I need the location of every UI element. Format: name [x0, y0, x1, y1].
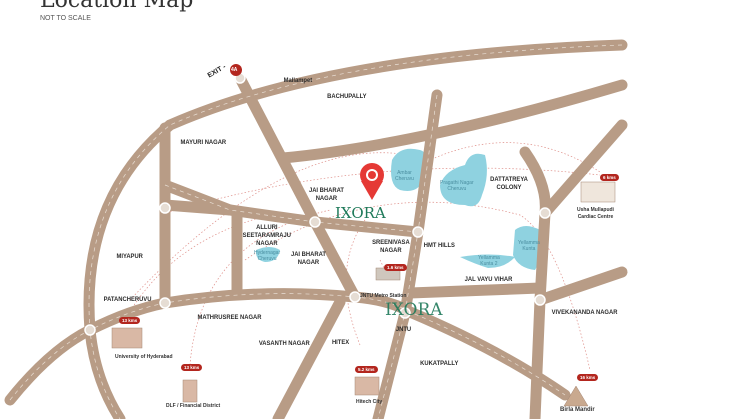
area-mathrusree-nagar: MATHRUSREE NAGAR [197, 314, 262, 321]
landmark-university-of-hyderabad: University of Hyderabad [115, 354, 173, 360]
distance-badge-jntu-metro: 1.6 kms [384, 264, 407, 271]
lake-yellamma-kunta: Yellamma Kunta [518, 240, 540, 252]
distance-badge-hitech-city: 5.2 kms [355, 366, 378, 373]
location-pin-icon [360, 163, 384, 200]
landmark-jntu-metro-station: JNTU Metro Station [360, 293, 407, 299]
lake-yellamma-kunta-2: Yellamma Kunta 2 [478, 255, 500, 267]
area-kukatpally: KUKATPALLY [420, 360, 459, 367]
area-vasanth-nagar: VASANTH NAGAR [258, 340, 310, 347]
exit-number: 4A [231, 67, 238, 73]
area-bachupally: BACHUPALLY [327, 93, 367, 100]
page-title: Location Map [40, 0, 194, 13]
area-mallampet: Mallampet [283, 77, 313, 84]
lake-pragathi-nagar-cheruvu: Pragathi Nagar Cheruvu [440, 180, 474, 192]
lake-hydernagar-cheruvu: Hydernagar Cheruvu [254, 250, 281, 262]
area-hmt-hills: HMT HILLS [423, 242, 455, 249]
landmark-dlf-financial-district: DLF / Financial District [166, 403, 221, 409]
area-jntu: JNTU [395, 326, 412, 333]
distance-badge-cardiac-centre: 6 kms [600, 174, 619, 181]
area-mayuri-nagar: MAYURI NAGAR [180, 139, 227, 146]
landmark-birla-mandir: Birla Mandir [560, 407, 595, 413]
area-jal-vayu-vihar: JAL VAYU VIHAR [464, 276, 513, 283]
landmark-usha-mullapudi-cardiac-centre: Usha Mullapudi Cardiac Centre [577, 207, 614, 220]
distance-badge-birla-mandir: 16 kms [577, 374, 599, 381]
landmark-hitech-city: Hitech City [356, 399, 383, 405]
area-dattatreya-colony: DATTATREYA COLONY [490, 176, 528, 191]
road-centerlines [9, 44, 623, 419]
area-jai-bharat-nagar-south: JAI BHARAT NAGAR [290, 251, 326, 266]
area-patancheruvu: PATANCHERUVU [103, 296, 152, 303]
exit-badge [230, 64, 242, 76]
area-vivekananda-nagar: VIVEKANANDA NAGAR [551, 309, 618, 316]
distance-badge-dlf: 13 kms [181, 364, 203, 371]
area-hitex: HITEX [331, 339, 350, 346]
lakes [255, 148, 542, 270]
scale-note: NOT TO SCALE [40, 15, 91, 22]
area-miyapur: MIYAPUR [116, 253, 143, 260]
area-sreenivasa-nagar: SREENIVASA NAGAR [372, 239, 410, 254]
area-alluri-seetaramraju-nagar: ALLURI SEETARAMRAJU NAGAR [242, 224, 292, 247]
project-name-label: IXORA [335, 204, 386, 222]
lake-ambar-cheruvu: Ambar Cheruvu [395, 170, 414, 182]
roundabouts [84, 72, 551, 336]
project-name-watermark: IXORA [385, 300, 443, 320]
landmark-building-icons [111, 181, 616, 407]
distance-badge-university: 13 kms [119, 317, 141, 324]
area-jai-bharat-nagar-north: JAI BHARAT NAGAR [308, 187, 344, 202]
